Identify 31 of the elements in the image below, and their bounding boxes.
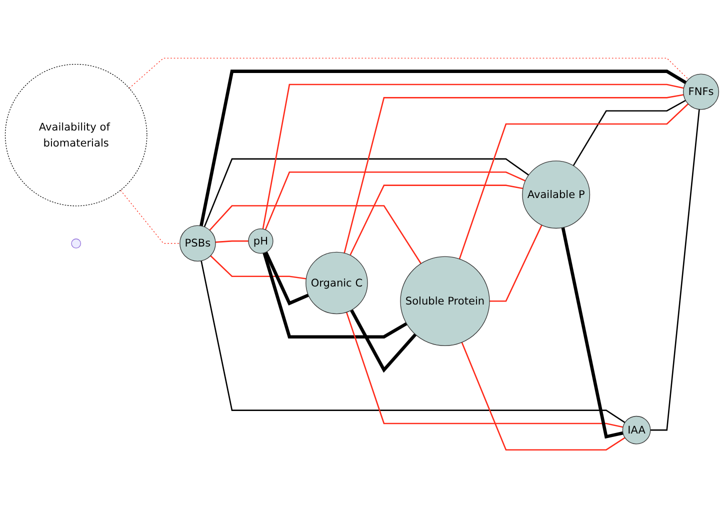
connector — [262, 84, 684, 230]
node-circle: Available P — [522, 160, 590, 229]
connector — [200, 70, 687, 226]
node-circle: Soluble Protein — [400, 256, 490, 346]
node-circle: FNFs — [683, 74, 720, 110]
node-circle: Availability of biomaterials — [4, 64, 148, 206]
connector — [209, 205, 422, 264]
connector — [215, 240, 248, 243]
node-circle: Organic C — [306, 252, 368, 314]
connector — [650, 109, 700, 431]
node-circle — [71, 238, 82, 248]
connector — [264, 171, 526, 230]
connector — [350, 184, 524, 256]
connector — [264, 252, 310, 306]
connector — [262, 252, 408, 338]
connector — [350, 309, 417, 373]
node-circle: pH — [248, 228, 274, 254]
connector — [120, 190, 180, 244]
connector — [204, 158, 530, 228]
connector — [458, 103, 689, 260]
connector — [128, 58, 689, 89]
connector — [344, 94, 684, 254]
node-circle: PSBs — [180, 225, 216, 262]
node-circle: IAA — [622, 416, 651, 444]
connector — [461, 342, 626, 451]
connector — [572, 100, 686, 166]
connector — [200, 260, 626, 424]
connector — [210, 255, 306, 280]
connector — [346, 312, 624, 428]
connector — [561, 227, 624, 439]
connector — [490, 224, 542, 302]
